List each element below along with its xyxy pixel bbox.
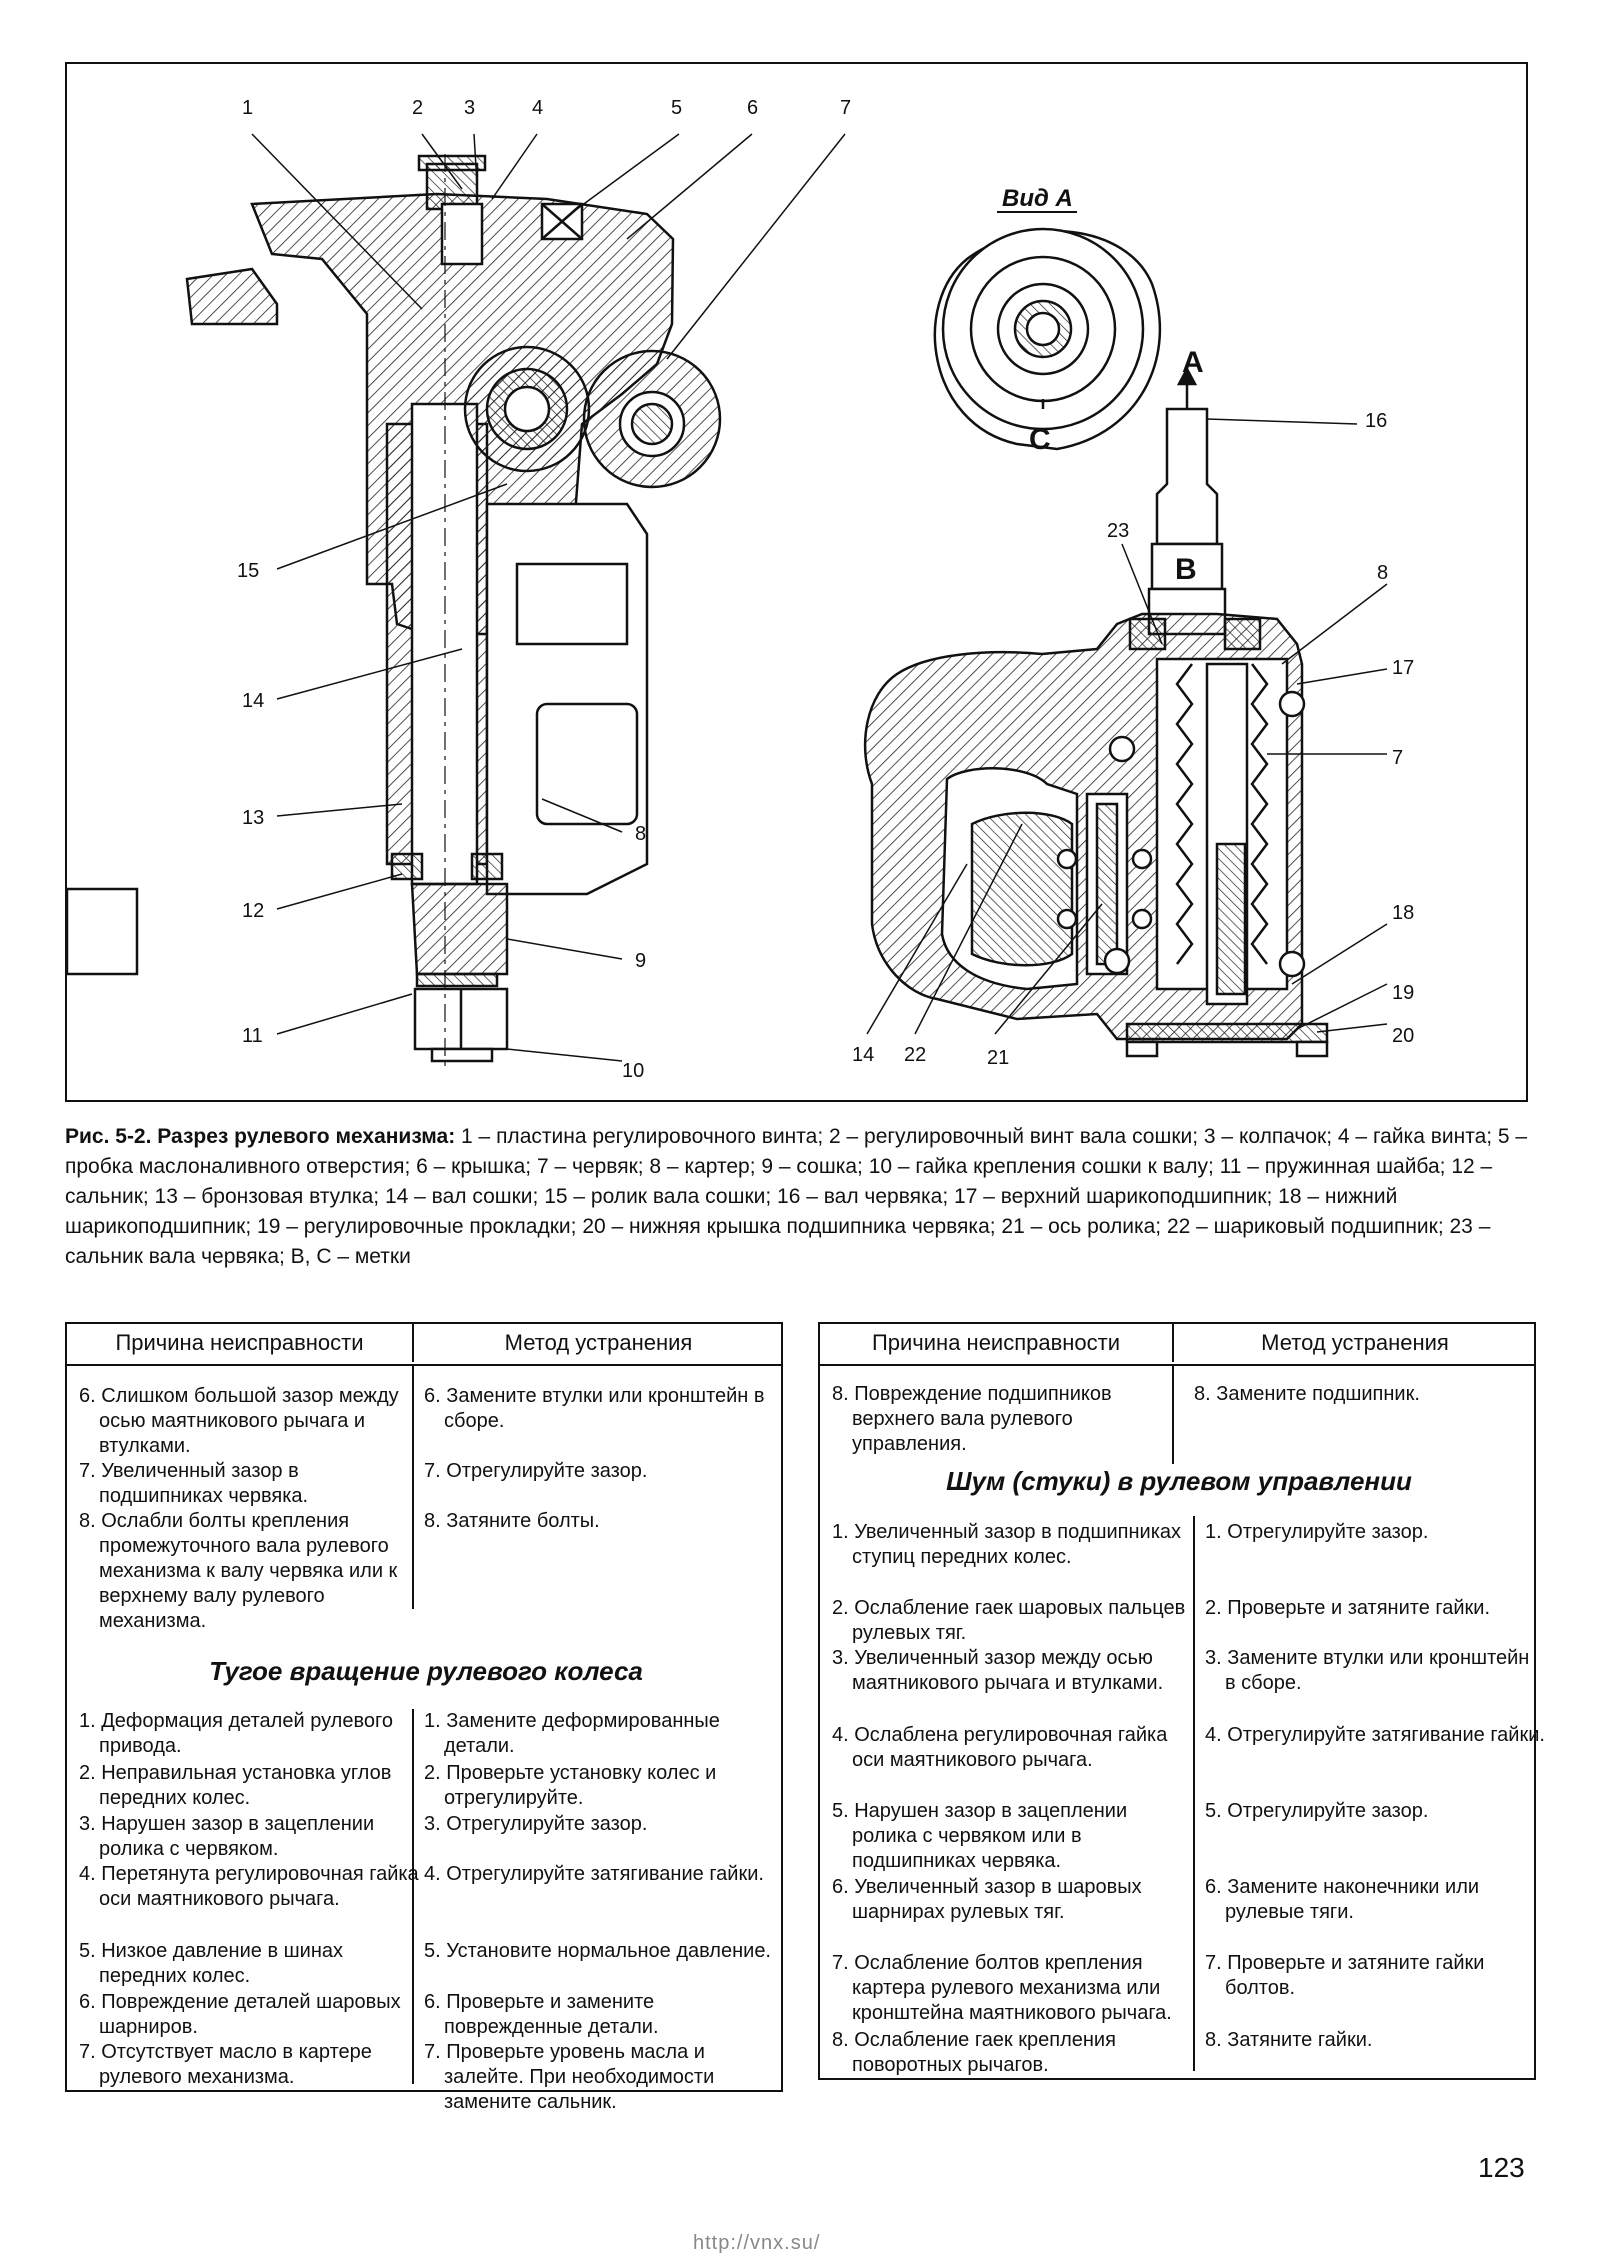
- callout-7: 7: [840, 97, 851, 119]
- callout-15: 15: [237, 560, 259, 582]
- left-b2-method-2: 2. Проверьте установку колес и отрегулир…: [424, 1762, 717, 1809]
- right-b2-cause-5: 5. Нарушен зазор в зацеплении ролика с ч…: [832, 1800, 1128, 1872]
- left-b2-cause-3: 3. Нарушен зазор в зацеплении ролика с ч…: [79, 1813, 375, 1860]
- left-b2-method-4: 4. Отрегулируйте затягивание гайки.: [424, 1863, 764, 1885]
- callout-18: 18: [1392, 902, 1414, 924]
- callout-22: 22: [904, 1044, 926, 1066]
- right-b2-method-6: 6. Замените наконечники или рулевые тяги…: [1205, 1876, 1480, 1923]
- right-b1-cause-8: 8. Повреждение подшипников верхнего вала…: [832, 1383, 1112, 1455]
- callout-13: 13: [242, 807, 264, 829]
- left-b2-cause-2: 2. Неправильная установка углов передних…: [79, 1762, 392, 1809]
- view-a-label: Вид А: [1002, 185, 1073, 212]
- callout-14b: 14: [852, 1044, 874, 1066]
- left-b2-cause-5: 5. Низкое давление в шинах передних коле…: [79, 1940, 344, 1987]
- right-b2-method-2: 2. Проверьте и затяните гайки.: [1205, 1597, 1491, 1619]
- left-troubleshooting-table: Причина неисправности Метод устранения 6…: [65, 1322, 783, 2113]
- callout-11: 11: [242, 1025, 263, 1047]
- callout-14: 14: [242, 690, 264, 712]
- callout-10: 10: [622, 1060, 644, 1082]
- right-b2-cause-3: 3. Увеличенный зазор между осью маятнико…: [832, 1647, 1164, 1694]
- right-header-cause: Причина неисправности: [871, 1330, 1121, 1355]
- steering-gear-drawing: Вид А С: [67, 97, 1414, 1082]
- right-b2-cause-1: 1. Увеличенный зазор в подшипниках ступи…: [832, 1521, 1182, 1568]
- left-b1-method-7: 7. Отрегулируйте зазор.: [424, 1460, 648, 1482]
- left-b1-cause-6: 6. Слишком большой зазор между осью маят…: [79, 1385, 399, 1457]
- right-b2-method-7: 7. Проверьте и затяните гайки болтов.: [1205, 1952, 1485, 1999]
- right-callout-lines: [866, 418, 1388, 1035]
- page-number: 123: [1478, 2152, 1525, 2183]
- left-b1-cause-8: 8. Ослабли болты крепления промежуточног…: [79, 1510, 398, 1632]
- left-b2-method-5: 5. Установите нормальное давление.: [424, 1940, 771, 1962]
- right-b2-method-5: 5. Отрегулируйте зазор.: [1205, 1800, 1429, 1822]
- callout-8b: 8: [635, 823, 646, 845]
- left-b2-method-1: 1. Замените деформированные детали.: [424, 1710, 720, 1757]
- left-b2-cause-6: 6. Повреждение деталей шаровых шарниров.: [79, 1991, 401, 2038]
- right-section-title: Шум (стуки) в рулевом управлении: [946, 1466, 1412, 1496]
- view-a-detail: [933, 227, 1162, 451]
- left-b2-cause-1: 1. Деформация деталей рулевого привода.: [79, 1710, 393, 1757]
- left-b2-method-3: 3. Отрегулируйте зазор.: [424, 1813, 648, 1835]
- right-b2-method-4: 4. Отрегулируйте затягивание гайки.: [1205, 1724, 1545, 1746]
- left-callout-lines: [251, 133, 846, 1062]
- right-b2-method-8: 8. Затяните гайки.: [1205, 2029, 1373, 2051]
- callout-6: 6: [747, 97, 758, 119]
- callout-16: 16: [1365, 410, 1387, 432]
- mark-a: А: [1182, 346, 1204, 379]
- callout-3: 3: [464, 97, 475, 119]
- left-header-cause: Причина неисправности: [115, 1330, 364, 1355]
- callout-2: 2: [412, 97, 423, 119]
- callout-12: 12: [242, 900, 264, 922]
- footer-url: http://vnx.su/: [693, 2232, 821, 2254]
- right-b2-method-1: 1. Отрегулируйте зазор.: [1205, 1521, 1429, 1543]
- mark-b: В: [1175, 553, 1197, 586]
- callout-20: 20: [1392, 1025, 1414, 1047]
- right-b2-cause-4: 4. Ослаблена регулировочная гайка оси ма…: [832, 1724, 1168, 1771]
- left-b1-method-6: 6. Замените втулки или кронштейн в сборе…: [424, 1385, 765, 1432]
- left-b1-method-8: 8. Затяните болты.: [424, 1510, 600, 1532]
- left-b2-method-6: 6. Проверьте и замените поврежденные дет…: [424, 1991, 659, 2038]
- figure-steering-gear: Вид А С: [65, 62, 1528, 1102]
- right-b2-cause-8: 8. Ослабление гаек крепления поворотных …: [832, 2029, 1116, 2076]
- callout-5: 5: [671, 97, 682, 119]
- right-b2-cause-2: 2. Ослабление гаек шаровых пальцев рулев…: [832, 1597, 1186, 1644]
- left-table-header: Причина неисправности Метод устранения: [67, 1324, 781, 1366]
- left-section-view: [67, 154, 722, 1069]
- left-section-title: Тугое вращение рулевого колеса: [209, 1656, 643, 1686]
- mark-c: С: [1029, 423, 1051, 456]
- callout-1: 1: [242, 97, 253, 119]
- callout-8: 8: [1377, 562, 1388, 584]
- right-table-header: Причина неисправности Метод устранения: [820, 1324, 1534, 1366]
- right-b1-method-8: 8. Замените подшипник.: [1194, 1383, 1420, 1405]
- caption-title: Рис. 5-2. Разрез рулевого механизма:: [65, 1125, 456, 1148]
- right-section-view: [863, 366, 1329, 1058]
- left-b2-cause-4: 4. Перетянута регулировочная гайка оси м…: [79, 1863, 419, 1910]
- left-b2-method-7: 7. Проверьте уровень масла и залейте. Пр…: [424, 2041, 715, 2113]
- caption-text: 1 – пластина регулировочного винта; 2 – …: [65, 1125, 1528, 1268]
- right-b2-method-3: 3. Замените втулки или кронштейн в сборе…: [1205, 1647, 1530, 1694]
- right-b2-cause-7: 7. Ослабление болтов крепления картера р…: [832, 1952, 1172, 2024]
- right-troubleshooting-table: Причина неисправности Метод устранения 8…: [818, 1322, 1545, 2080]
- callout-9: 9: [635, 950, 646, 972]
- callout-21: 21: [987, 1047, 1009, 1069]
- right-header-method: Метод устранения: [1261, 1330, 1449, 1355]
- callout-19: 19: [1392, 982, 1414, 1004]
- left-b2-cause-7: 7. Отсутствует масло в картере рулевого …: [79, 2041, 372, 2088]
- callout-numbers: 1 2 3 4 5 6 7 8 8 9 10 11 12 13 14 15 16…: [237, 97, 1414, 1082]
- right-b2-cause-6: 6. Увеличенный зазор в шаровых шарнирах …: [832, 1876, 1142, 1923]
- callout-7b: 7: [1392, 747, 1403, 769]
- callout-17: 17: [1392, 657, 1414, 679]
- figure-caption: Рис. 5-2. Разрез рулевого механизма: 1 –…: [65, 1122, 1535, 1272]
- left-b1-cause-7: 7. Увеличенный зазор в подшипниках червя…: [79, 1460, 309, 1507]
- left-header-method: Метод устранения: [504, 1330, 693, 1355]
- callout-23: 23: [1107, 520, 1129, 542]
- callout-4: 4: [532, 97, 543, 119]
